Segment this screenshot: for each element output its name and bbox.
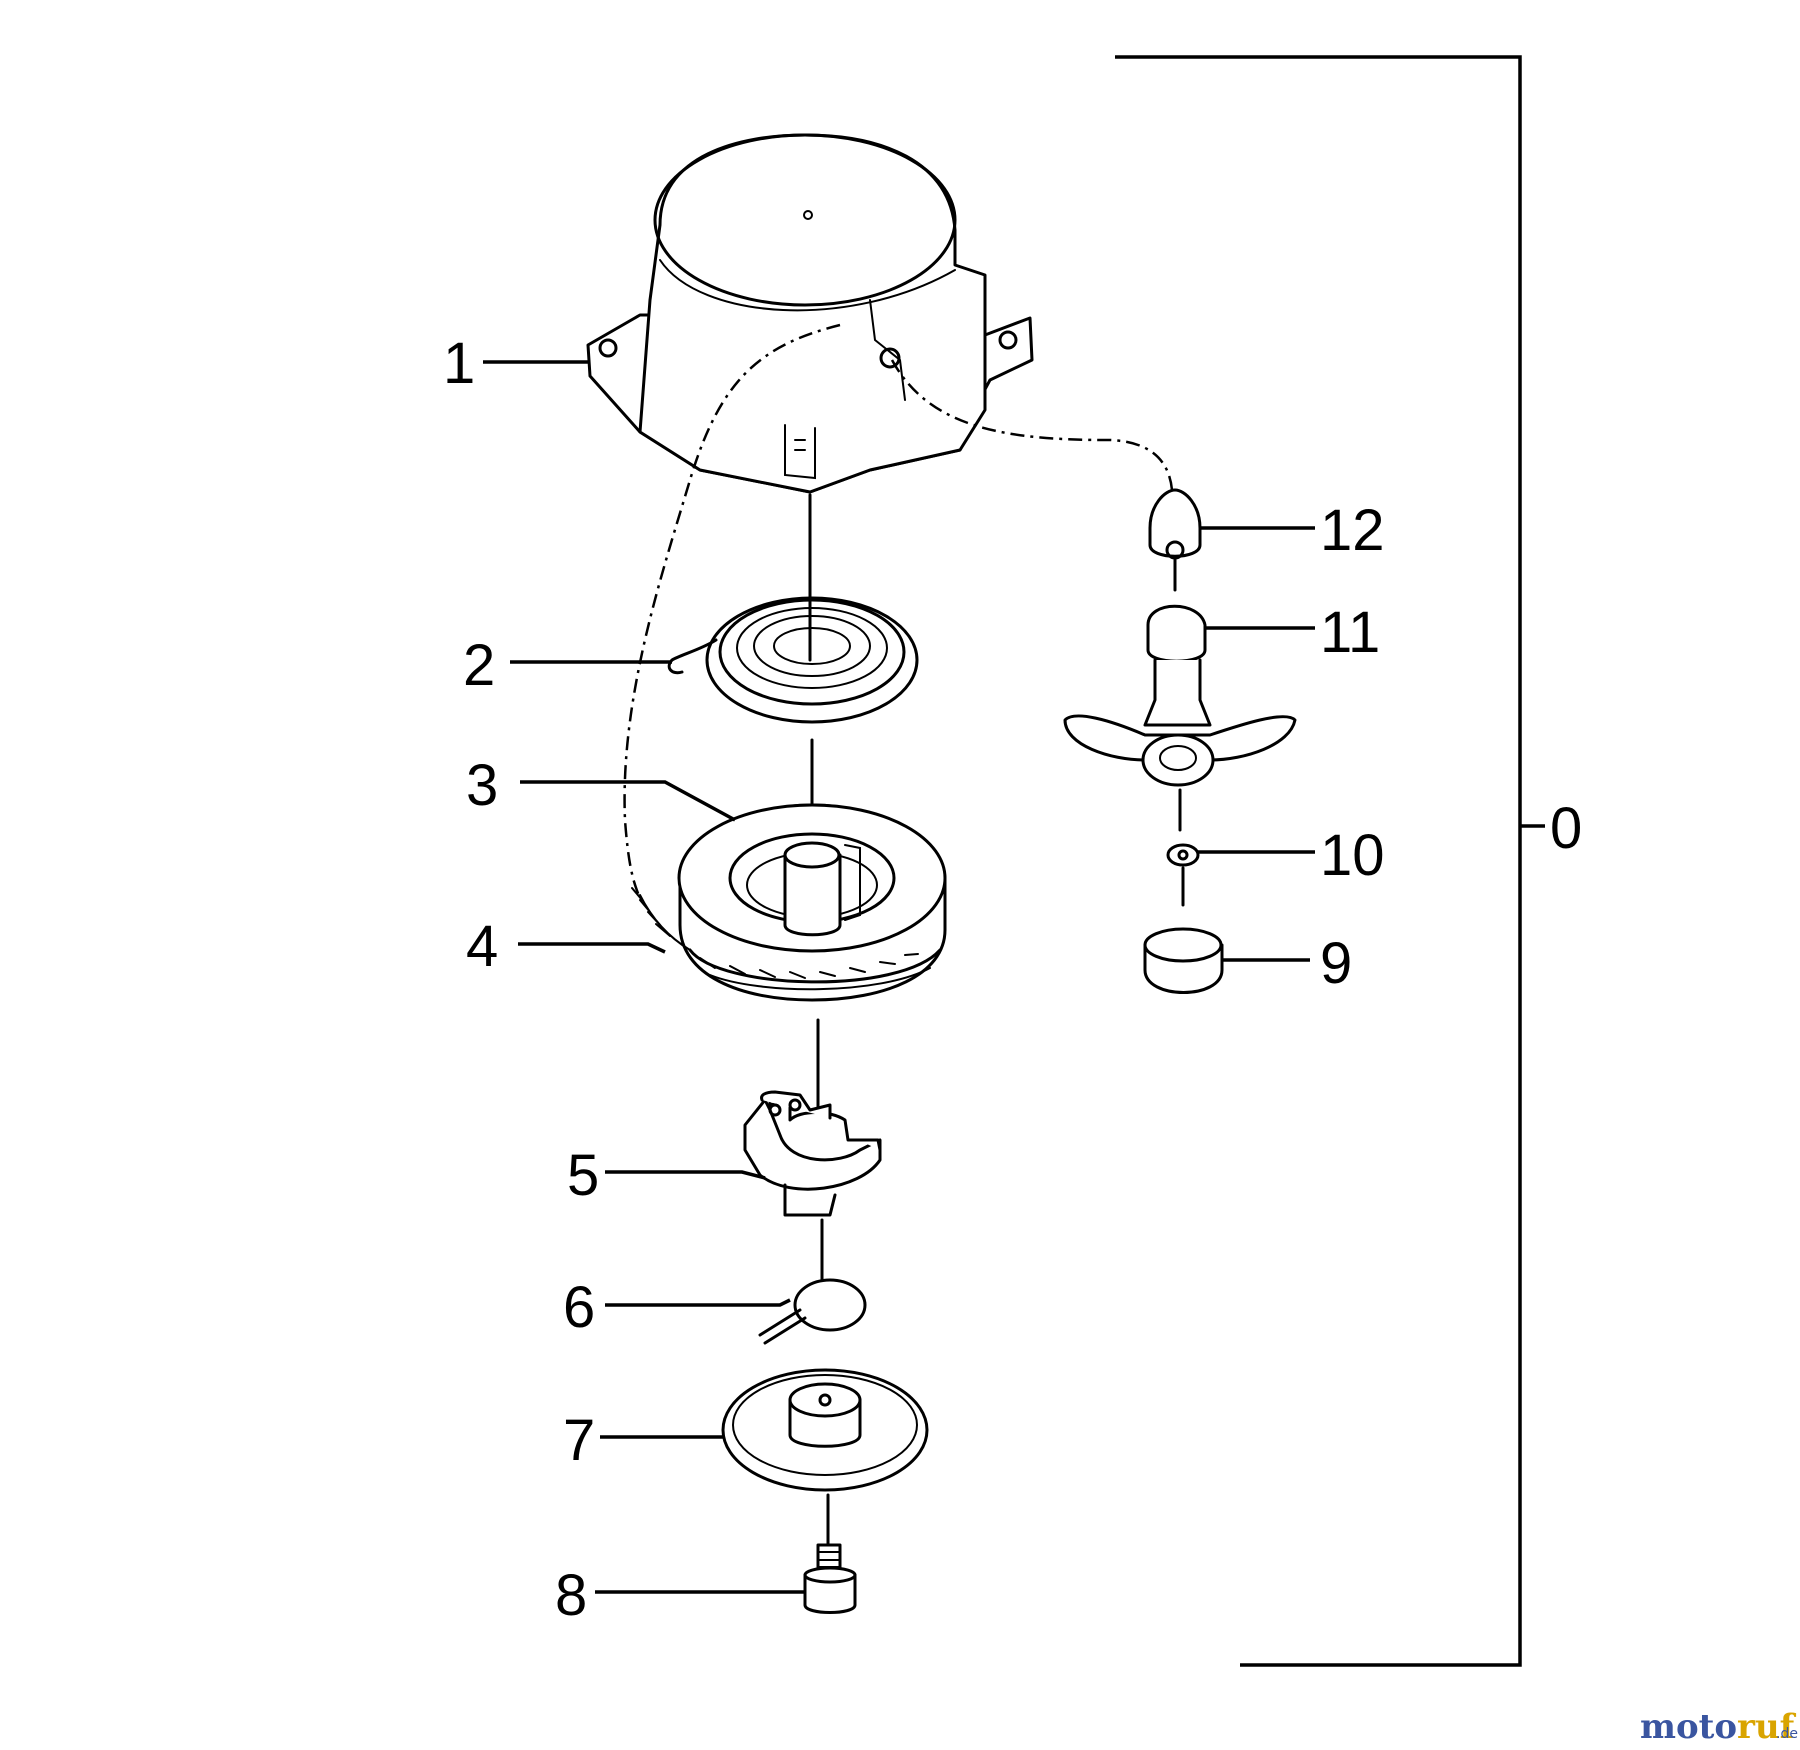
callout-3: 3	[466, 753, 498, 818]
part-10-washer	[1166, 843, 1200, 907]
part-6-ratchet-spring	[758, 1278, 867, 1345]
watermark-text-b: ruf	[1737, 1707, 1797, 1747]
callout-7: 7	[563, 1408, 595, 1473]
part-3-rope-reel	[677, 803, 947, 1002]
callout-11: 11	[1320, 600, 1380, 665]
callout-5: 5	[567, 1143, 599, 1208]
part-8-bolt	[803, 1543, 857, 1614]
part-7-cover-plate	[721, 1368, 929, 1492]
motoruf-watermark-logo: motoruf .de	[1640, 1707, 1798, 1747]
part-11-starter-handle	[1063, 604, 1297, 832]
part-2-recoil-spring	[667, 596, 919, 724]
callout-10: 10	[1320, 823, 1385, 888]
rope-left-path	[623, 323, 841, 899]
callout-0: 0	[1550, 796, 1582, 861]
callout-8: 8	[555, 1563, 587, 1628]
assembly-bracket	[1115, 55, 1545, 1667]
leader-lines	[483, 360, 1315, 1594]
part-4-starter-rope-winding	[631, 887, 942, 991]
callout-labels: 1 2 3 4 5 6 7 8 9 10 11 12 0	[443, 331, 1582, 1628]
callout-9: 9	[1320, 931, 1352, 996]
callout-6: 6	[563, 1275, 595, 1340]
callout-2: 2	[463, 633, 495, 698]
callout-12: 12	[1320, 498, 1385, 563]
part-5-ratchet	[743, 1090, 882, 1217]
watermark-text-a: moto	[1640, 1707, 1737, 1747]
callout-4: 4	[466, 914, 498, 979]
part-9-cap	[1143, 927, 1224, 994]
svg-text:motoruf: motoruf	[1640, 1707, 1797, 1747]
callout-1: 1	[443, 331, 475, 396]
part-12-rope-knot	[1148, 488, 1202, 592]
part-1-starter-housing	[586, 133, 1034, 494]
watermark-suffix: .de	[1776, 1726, 1798, 1742]
